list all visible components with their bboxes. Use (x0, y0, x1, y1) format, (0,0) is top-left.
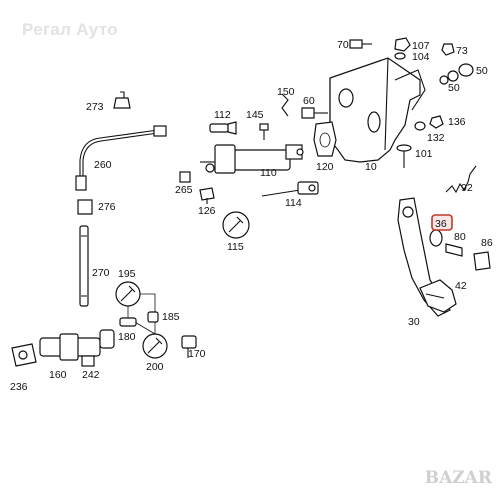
hose-270[interactable] (79, 225, 89, 307)
label-136: 136 (448, 116, 466, 128)
plate-236[interactable] (11, 343, 37, 367)
bolt-60[interactable] (301, 107, 328, 119)
washer-104[interactable] (394, 52, 406, 60)
label-101: 101 (415, 148, 433, 160)
label-120: 120 (316, 161, 334, 173)
nut-73[interactable] (441, 43, 455, 56)
bolt-101[interactable] (396, 144, 412, 168)
label-42: 42 (455, 280, 467, 292)
bolt-70[interactable] (349, 39, 372, 49)
label-195: 195 (118, 268, 136, 280)
label-270: 270 (92, 267, 110, 279)
label-170: 170 (188, 348, 206, 360)
master-cylinder-110[interactable] (200, 144, 304, 174)
label-160: 160 (49, 369, 67, 381)
label-265: 265 (175, 184, 193, 196)
label-145: 145 (246, 109, 264, 121)
repair-kit-200-icon[interactable] (142, 333, 168, 359)
label-126: 126 (198, 205, 216, 217)
gasket-120[interactable] (313, 121, 337, 157)
nut-107[interactable] (394, 37, 411, 52)
label-104: 104 (412, 51, 430, 63)
label-110: 110 (260, 167, 277, 179)
pad-42[interactable] (419, 279, 457, 313)
label-242: 242 (82, 369, 100, 381)
washer-132[interactable] (414, 121, 426, 131)
bushing-50[interactable] (439, 63, 474, 85)
spring-92[interactable] (445, 165, 477, 194)
label-73: 73 (456, 45, 468, 57)
stop-86[interactable] (473, 251, 491, 271)
fitting-265[interactable] (179, 171, 191, 183)
highlighted-part-36[interactable]: 36 (431, 214, 453, 231)
bolt-242[interactable] (81, 355, 95, 367)
bushing-80[interactable] (429, 229, 463, 257)
label-10: 10 (365, 161, 377, 173)
pedal-30[interactable] (397, 197, 451, 317)
label-60: 60 (303, 95, 315, 107)
label-92: 92 (461, 182, 473, 194)
label-50a: 50 (476, 65, 488, 77)
label-115: 115 (227, 241, 244, 253)
watermark-text: Регал Ауто (22, 20, 118, 39)
label-30: 30 (408, 316, 420, 328)
label-70: 70 (337, 39, 349, 51)
label-107: 107 (412, 40, 430, 52)
bolt-170[interactable] (181, 335, 197, 358)
pipe-260[interactable] (75, 125, 167, 191)
fitting-112[interactable] (209, 121, 237, 135)
slave-cylinder-160[interactable] (39, 329, 115, 361)
bolt-126[interactable] (199, 187, 215, 204)
label-86: 86 (481, 237, 493, 249)
repair-kit-115-icon[interactable] (222, 211, 250, 239)
repair-kit-195-icon[interactable] (115, 281, 141, 307)
label-50b: 50 (448, 82, 460, 94)
label-112: 112 (214, 109, 231, 121)
label-150: 150 (277, 86, 295, 98)
label-273: 273 (86, 101, 104, 113)
label-236: 236 (10, 381, 28, 393)
label-185: 185 (162, 311, 180, 323)
clip-150[interactable] (281, 93, 289, 117)
label-132: 132 (427, 132, 445, 144)
pushrod-114[interactable] (261, 181, 319, 197)
bazar-logo: BAZAR (424, 468, 492, 488)
label-80: 80 (454, 231, 466, 243)
label-200: 200 (146, 361, 164, 373)
clip-276[interactable] (77, 199, 93, 215)
seal-185[interactable] (147, 311, 159, 323)
cap-273[interactable] (113, 91, 131, 109)
bleeder-180[interactable] (119, 317, 137, 327)
label-276: 276 (98, 201, 116, 213)
label-260: 260 (94, 159, 112, 171)
label-36: 36 (435, 218, 447, 230)
label-114: 114 (285, 197, 302, 209)
label-180: 180 (118, 331, 136, 343)
screw-145[interactable] (259, 123, 269, 140)
nut-136[interactable] (429, 115, 444, 129)
